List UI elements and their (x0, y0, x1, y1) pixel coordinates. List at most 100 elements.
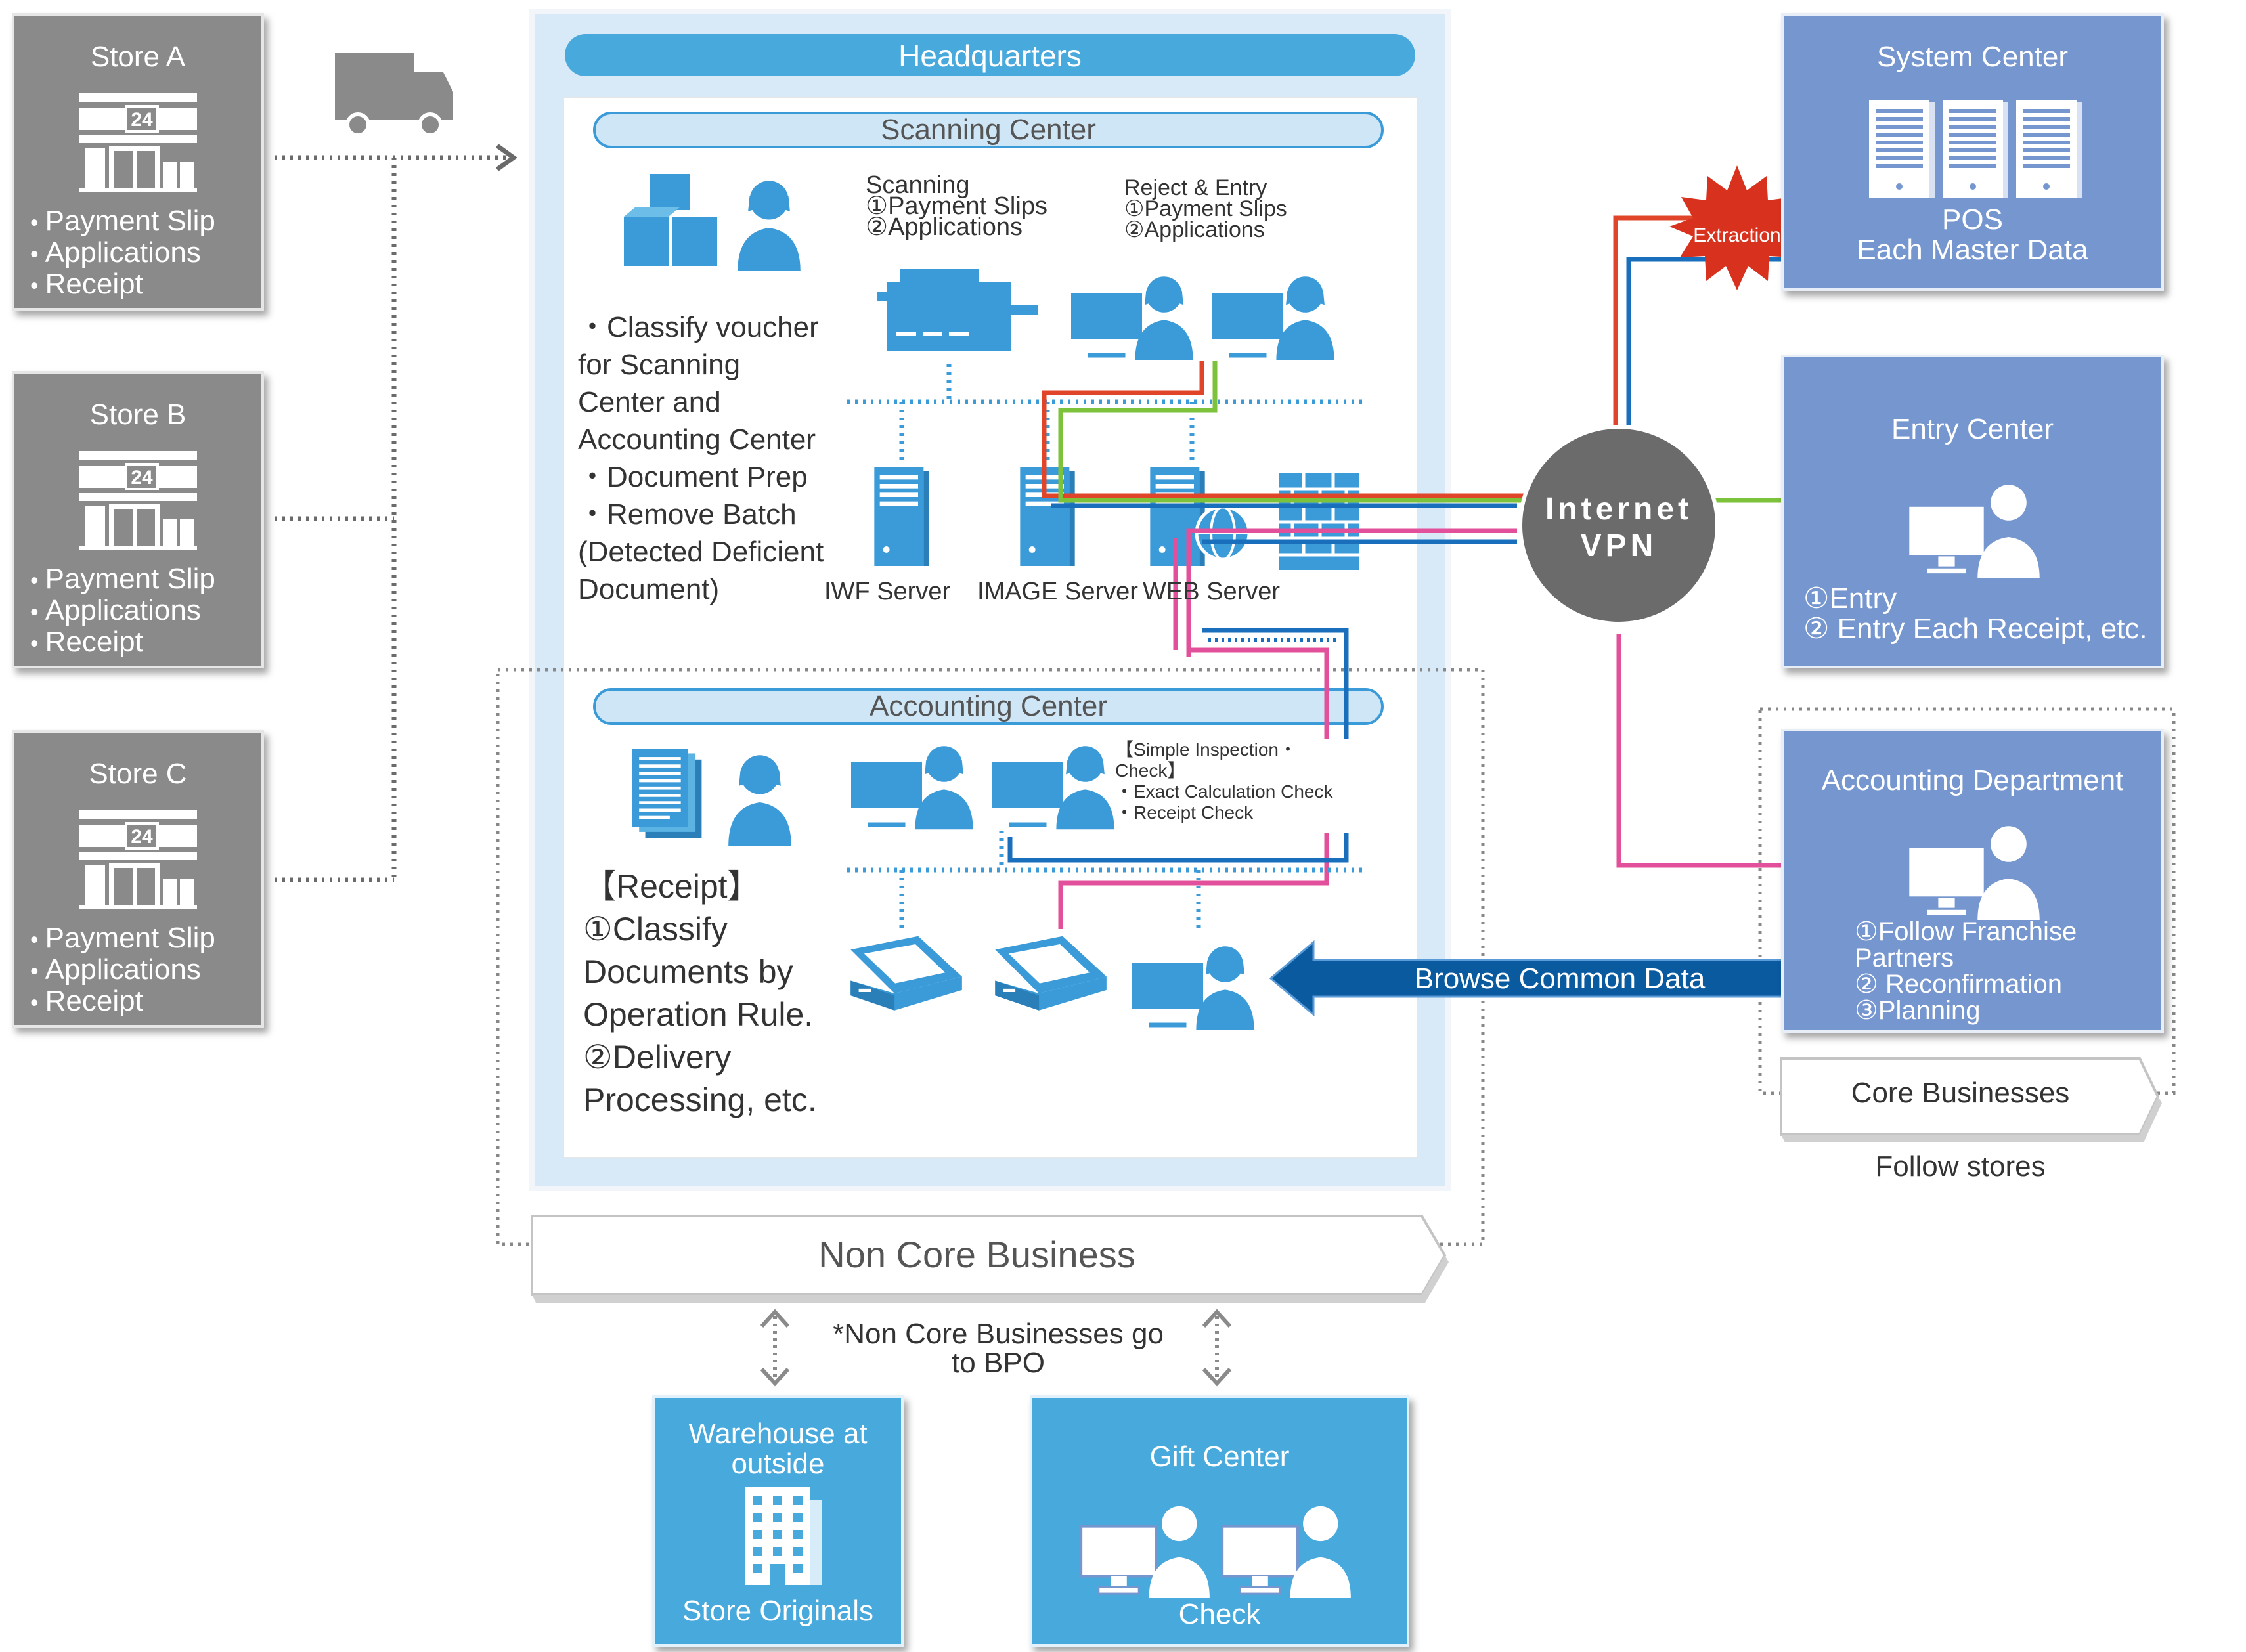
description-line: for Scanning (578, 349, 741, 381)
gift-center-panel: Gift Center Check (1030, 1395, 1409, 1647)
scanning-description: ・Classify voucher for Scanning Center an… (578, 309, 824, 608)
scanning-label: Scanning ①Payment Slips ②Applications (866, 171, 1047, 240)
accounting-lan (847, 831, 1366, 929)
scanning-label-line: ①Payment Slips (866, 192, 1047, 220)
warehouse-title-line: Warehouse at (688, 1418, 868, 1450)
image-server-label: IMAGE Server (977, 578, 1138, 605)
store-item: Payment Slip (30, 923, 215, 955)
description-line: Document) (578, 573, 720, 605)
store-title: Store A (90, 41, 186, 73)
browse-common-data-label: Browse Common Data (1414, 963, 1706, 995)
scanning-center-title: Scanning Center (881, 114, 1096, 146)
server-icon (874, 467, 929, 566)
connection-lines (1007, 215, 1832, 929)
store-items: Payment Slip Applications Receipt (30, 564, 215, 659)
store-item: Receipt (30, 986, 215, 1018)
entry-item: ①Entry (1803, 582, 1897, 615)
accounting-item: ①Follow Franchise (1855, 917, 2077, 946)
pc-operator-icon (1078, 1503, 1361, 1601)
reject-label-line: ②Applications (1124, 217, 1265, 242)
description-line: Operation Rule. (583, 996, 814, 1033)
accounting-department-title: Accounting Department (1821, 764, 2124, 796)
description-line: Documents by (583, 953, 793, 990)
internet-vpn-circle (1518, 425, 1719, 626)
store-title: Store C (89, 758, 187, 790)
description-line: ・Remove Batch (578, 498, 797, 531)
description-line: ①Classify (583, 911, 728, 947)
store-route-lines (275, 155, 506, 882)
warehouse-panel: Warehouse at outside Store Originals (652, 1395, 904, 1647)
bpo-arrows (773, 1316, 1219, 1379)
entry-center-panel: Entry Center ①Entry ② Entry Each Receipt… (1781, 355, 2164, 668)
internet-vpn-label: Internet VPN (1520, 491, 1717, 565)
firewall-icon (1279, 473, 1359, 570)
follow-stores-label: Follow stores (1875, 1150, 2046, 1183)
entry-center-items: ①Entry ② Entry Each Receipt, etc. (1803, 584, 2147, 644)
internet-line: Internet (1545, 492, 1692, 527)
store-24-icon (79, 93, 197, 192)
scanning-center-pill (593, 112, 1384, 148)
system-center-text: POS Each Master Data (1784, 205, 2161, 265)
system-center-title: System Center (1877, 41, 2068, 73)
description-line: ②Delivery (583, 1039, 732, 1076)
inspection-line: ・Receipt Check (1115, 802, 1254, 823)
iwf-server-label: IWF Server (824, 578, 951, 605)
accounting-department-items: ①Follow Franchise Partners ② Reconfirmat… (1855, 919, 2077, 1024)
accounting-description: 【Receipt】 ①Classify Documents by Operati… (583, 865, 817, 1121)
pink-line (1186, 528, 1517, 657)
store-item: Applications (30, 955, 215, 986)
store-item: Payment Slip (30, 564, 215, 596)
core-businesses-label: Core Businesses (1851, 1077, 2070, 1109)
master-data-label: Each Master Data (1857, 234, 2088, 266)
truck-icon (335, 53, 453, 137)
store-24-icon (79, 810, 197, 909)
accounting-item: ② Reconfirmation (1855, 970, 2062, 999)
inspection-line: Check】 (1115, 760, 1186, 781)
description-line: Center and (578, 386, 721, 418)
web-server-label: WEB Server (1143, 578, 1281, 605)
store-item: Receipt (30, 269, 215, 301)
server-icon (1020, 467, 1075, 566)
warehouse-title-line: outside (731, 1448, 825, 1480)
description-line: Accounting Center (578, 424, 816, 456)
boxes-icon (624, 174, 717, 266)
accounting-department-panel: Accounting Department ①Follow Franchise … (1781, 729, 2164, 1033)
extraction-label: Extraction (1693, 225, 1781, 246)
description-line: (Detected Deficient (578, 536, 824, 568)
inspection-note: 【Simple Inspection・ Check】 ・Exact Calcul… (1115, 739, 1363, 833)
description-line: ・Document Prep (578, 461, 808, 493)
store-item: Payment Slip (30, 206, 215, 238)
warehouse-title: Warehouse at outside (655, 1419, 901, 1479)
reject-label-line: ①Payment Slips (1124, 196, 1287, 221)
headquarters-pill (565, 34, 1415, 76)
store-title: Store B (89, 399, 187, 431)
accounting-item: ③Planning (1855, 996, 1981, 1025)
bpo-note: *Non Core Businesses go to BPO (814, 1320, 1182, 1378)
store-item: Applications (30, 238, 215, 269)
scanner-machine-icon (877, 269, 1038, 351)
reject-label-line: Reject & Entry (1124, 175, 1267, 200)
description-line: Processing, etc. (583, 1081, 817, 1118)
vpn-line: VPN (1580, 529, 1658, 563)
entry-center-title: Entry Center (1891, 413, 2054, 445)
store-item: Receipt (30, 627, 215, 659)
store-b-panel: Store B Payment Slip Applications Receip… (12, 371, 264, 668)
non-core-business-label: Non Core Business (818, 1234, 1135, 1275)
rack-server-icon (1869, 100, 2082, 198)
globe-icon (1195, 505, 1251, 561)
description-line: 【Receipt】 (583, 868, 760, 905)
accounting-center-pill (593, 688, 1384, 725)
scanning-label-line: Scanning (866, 171, 970, 199)
pc-operator-icon (1905, 482, 2043, 578)
gift-center-title: Gift Center (1149, 1441, 1290, 1473)
store-24-icon (79, 451, 197, 550)
store-c-panel: Store C Payment Slip Applications Receip… (12, 730, 264, 1028)
pos-label: POS (1942, 204, 2003, 236)
warehouse-footer: Store Originals (682, 1595, 873, 1627)
green-line (1058, 361, 1826, 503)
store-items: Payment Slip Applications Receipt (30, 206, 215, 301)
inspection-line: 【Simple Inspection・ (1115, 739, 1298, 760)
system-center-panel: System Center POS Each Master Data (1781, 13, 2164, 291)
bpo-note-line: *Non Core Businesses go (833, 1318, 1164, 1350)
